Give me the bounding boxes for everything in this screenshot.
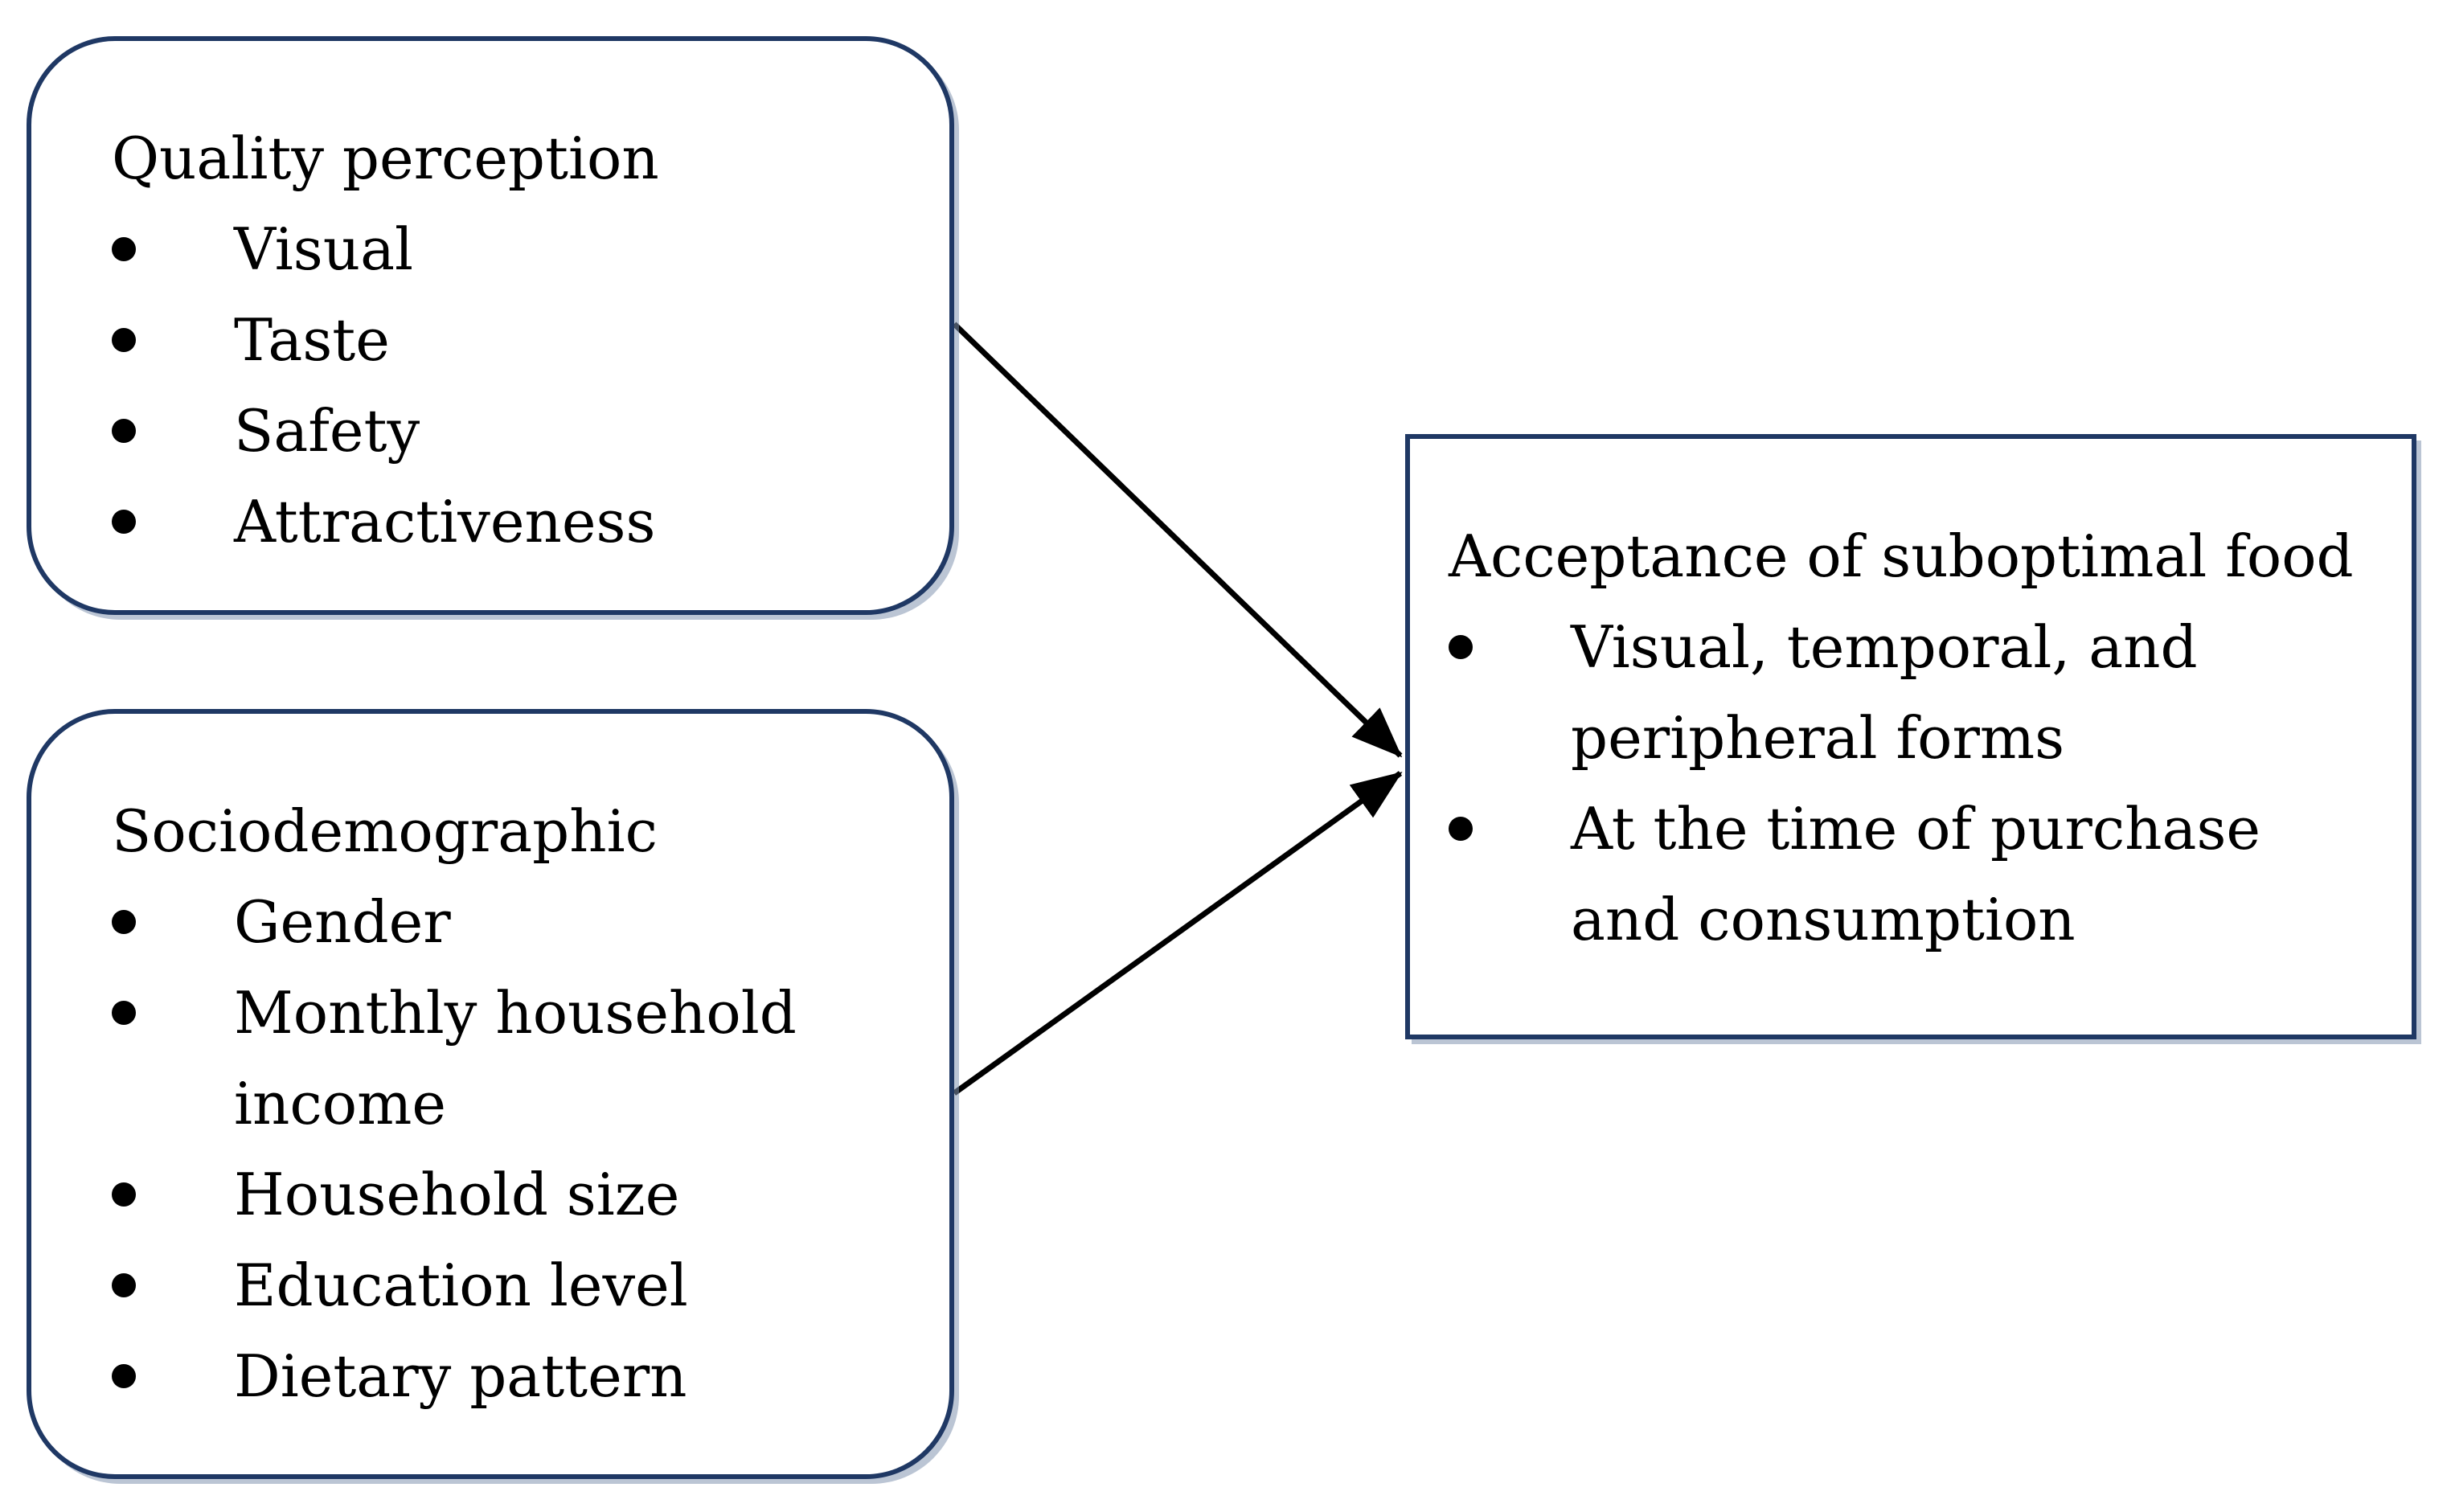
- bullet-text: Household size: [234, 1161, 680, 1228]
- bullet-text: Monthly household income: [234, 979, 797, 1137]
- bullet-dot-icon: [112, 1182, 136, 1207]
- bullet-dot-icon: [1449, 635, 1473, 659]
- bullet-item: Attractiveness: [112, 477, 921, 568]
- bullet-item: Education level: [112, 1240, 921, 1331]
- bullet-item: Visual, temporal, and peripheral forms: [1449, 602, 2387, 784]
- bullet-text: Visual, temporal, and peripheral forms: [1571, 613, 2198, 772]
- bullet-item: Gender: [112, 877, 921, 968]
- bullet-item: Safety: [112, 386, 921, 477]
- bullet-item: Monthly household income: [112, 968, 921, 1149]
- bullet-dot-icon: [112, 328, 136, 352]
- bullet-text: At the time of purchase and consumption: [1571, 795, 2261, 953]
- bullet-dot-icon: [112, 419, 136, 443]
- box-title: Sociodemographic: [112, 797, 658, 865]
- bullet-text: Attractiveness: [234, 488, 656, 555]
- bullet-dot-icon: [1449, 817, 1473, 841]
- bullet-text: Visual: [234, 215, 414, 283]
- bullet-item: Visual: [112, 204, 921, 295]
- bullet-dot-icon: [112, 910, 136, 934]
- bullet-dot-icon: [112, 1273, 136, 1297]
- bullet-text: Taste: [234, 306, 390, 374]
- bullet-dot-icon: [112, 1001, 136, 1025]
- bullet-text: Safety: [234, 397, 420, 465]
- bullet-text: Gender: [234, 888, 451, 956]
- bullet-item: Household size: [112, 1149, 921, 1240]
- bullet-item: At the time of purchase and consumption: [1449, 784, 2387, 965]
- box-title: Quality perception: [112, 125, 659, 192]
- bullet-text: Dietary pattern: [234, 1342, 687, 1410]
- arrow-sociodemographic-to-acceptance: [952, 771, 1403, 1096]
- bullet-dot-icon: [112, 237, 136, 261]
- bullet-dot-icon: [112, 1364, 136, 1388]
- bullet-item: Taste: [112, 295, 921, 386]
- bullet-text: Education level: [234, 1252, 688, 1319]
- bullet-dot-icon: [112, 510, 136, 534]
- arrow-quality-to-acceptance: [952, 322, 1403, 758]
- bullet-item: Dietary pattern: [112, 1331, 921, 1422]
- box-acceptance-of-suboptimal-food: Acceptance of suboptimal food Visual, te…: [1405, 434, 2416, 1039]
- box-title: Acceptance of suboptimal food: [1449, 522, 2354, 590]
